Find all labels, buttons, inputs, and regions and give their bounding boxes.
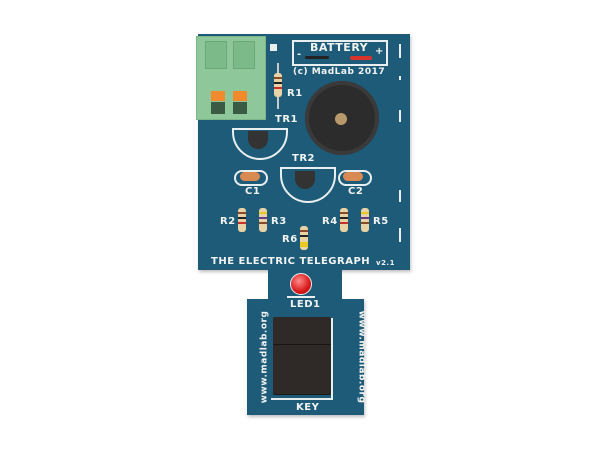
- resistor-r6: [300, 226, 308, 250]
- led1-label: LED1: [290, 299, 321, 310]
- resistor-r3: [259, 208, 267, 232]
- battery-plus-label: +: [375, 46, 384, 57]
- tr1-label: TR1: [275, 114, 298, 125]
- battery-wire-red: [350, 56, 372, 60]
- c2-label: C2: [348, 186, 364, 197]
- key-switch-seam: [273, 344, 331, 345]
- battery-label: BATTERY: [310, 41, 369, 54]
- battery-minus-label: -: [297, 49, 302, 60]
- edge-marker: [399, 110, 401, 122]
- edge-marker: [399, 190, 401, 202]
- url-right: www.madlab.org: [356, 310, 367, 404]
- key-outline: [271, 318, 333, 400]
- pad-square: [270, 44, 277, 51]
- edge-marker: [399, 76, 401, 80]
- key-label: KEY: [296, 402, 320, 413]
- terminal-lever-2: [233, 91, 247, 101]
- key-switch[interactable]: [273, 317, 331, 395]
- edge-marker: [399, 44, 401, 58]
- tr2-label: TR2: [292, 153, 315, 164]
- c1-label: C1: [245, 186, 261, 197]
- led1-flat-line: [287, 296, 315, 298]
- r6-label: R6: [282, 234, 298, 245]
- transistor-tr2: [295, 171, 315, 189]
- board-title: THE ELECTRIC TELEGRAPH: [211, 256, 371, 267]
- resistor-r1: [274, 73, 282, 97]
- capacitor-c2-outline: [338, 170, 372, 186]
- capacitor-c2: [343, 172, 363, 181]
- transistor-tr1: [248, 131, 268, 149]
- r4-label: R4: [322, 216, 338, 227]
- r2-label: R2: [220, 216, 236, 227]
- url-left: www.madlab.org: [259, 310, 270, 404]
- resistor-r5: [361, 208, 369, 232]
- battery-outline: [292, 40, 388, 66]
- led1: [290, 273, 312, 295]
- buzzer-hole: [335, 113, 347, 125]
- capacitor-c1-outline: [234, 170, 268, 186]
- resistor-r2: [238, 208, 246, 232]
- edge-marker: [399, 228, 401, 242]
- r1-label: R1: [287, 88, 303, 99]
- copyright-text: (c) MadLab 2017: [293, 67, 386, 77]
- capacitor-c1: [240, 172, 260, 181]
- terminal-lever-1: [211, 91, 225, 101]
- board-version: v2.1: [376, 259, 395, 267]
- terminal-block: [196, 36, 266, 120]
- buzzer: [305, 81, 379, 155]
- r3-label: R3: [271, 216, 287, 227]
- battery-wire-black: [305, 56, 329, 59]
- r5-label: R5: [373, 216, 389, 227]
- resistor-r4: [340, 208, 348, 232]
